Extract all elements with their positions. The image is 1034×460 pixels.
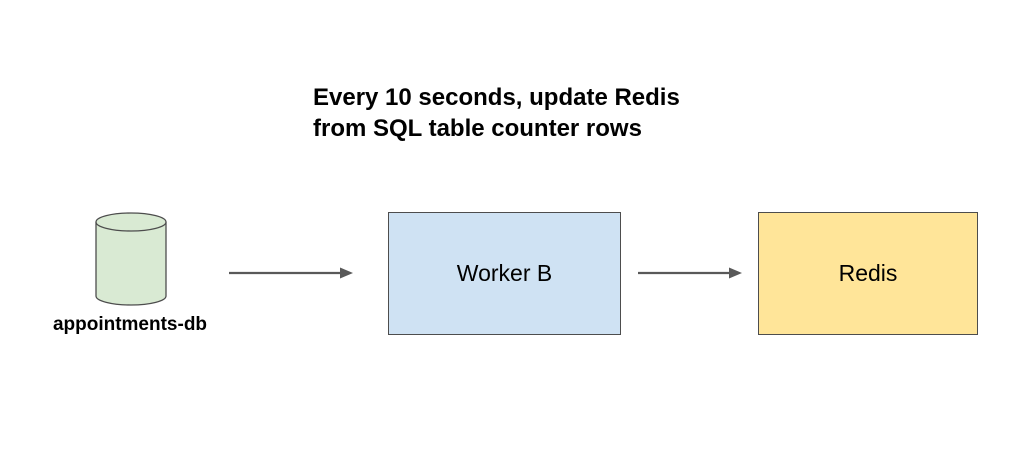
worker-b-box: Worker B [388, 212, 621, 335]
arrow-db-to-worker [229, 267, 353, 279]
cylinder-top [95, 212, 167, 232]
diagram-caption: Every 10 seconds, update Redis from SQL … [313, 82, 680, 144]
redis-label: Redis [838, 260, 898, 286]
database-label: appointments-db [52, 314, 208, 335]
caption-line-2: from SQL table counter rows [313, 115, 642, 142]
arrow-worker-to-redis [638, 267, 742, 279]
caption-line-1: Every 10 seconds, update Redis [313, 84, 680, 111]
cylinder-body [95, 222, 167, 306]
worker-b-label: Worker B [456, 260, 553, 286]
redis-box: Redis [758, 212, 978, 335]
database-cylinder-icon [95, 212, 167, 306]
